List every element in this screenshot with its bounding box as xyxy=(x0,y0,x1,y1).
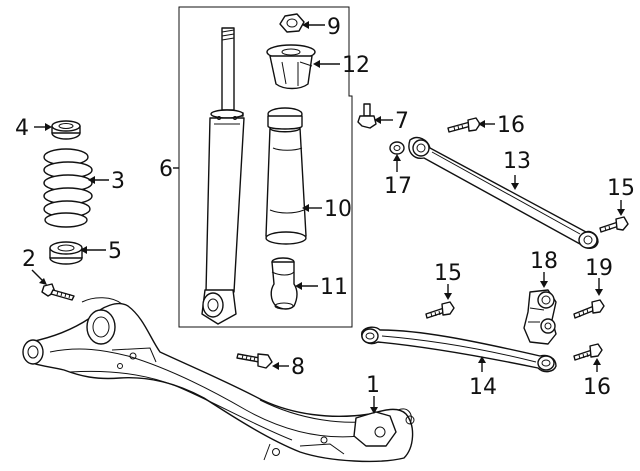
callout-4: 4 xyxy=(15,116,29,141)
part-15-right-bolt xyxy=(599,216,629,233)
shock-assembly-frame xyxy=(178,6,353,328)
callout-17: 17 xyxy=(384,174,412,199)
callout-1: 1 xyxy=(366,373,380,398)
callout-15-middle: 15 xyxy=(434,261,462,286)
part-16-lower-bolt xyxy=(573,343,603,361)
callout-16-lower: 16 xyxy=(583,375,611,400)
part-15-middle-bolt xyxy=(425,301,455,319)
callout-18: 18 xyxy=(530,249,558,274)
part-14-trailing-link xyxy=(361,326,557,373)
callout-5: 5 xyxy=(108,239,122,264)
callout-15-right: 15 xyxy=(607,176,635,201)
callout-12: 12 xyxy=(342,53,370,78)
callout-19: 19 xyxy=(585,256,613,281)
callout-13: 13 xyxy=(503,149,531,174)
part-9-nut xyxy=(279,13,305,33)
part-18-link-bracket xyxy=(523,289,557,345)
part-4-upper-insulator xyxy=(51,120,81,140)
part-11-bump-stop xyxy=(270,257,298,310)
callout-6: 6 xyxy=(159,157,173,182)
leader-lines xyxy=(31,21,625,414)
part-17-washer xyxy=(389,141,405,155)
callout-16-upper: 16 xyxy=(497,113,525,138)
callout-7: 7 xyxy=(395,109,409,134)
callout-9: 9 xyxy=(327,15,341,40)
callout-10: 10 xyxy=(324,197,352,222)
callout-14: 14 xyxy=(469,375,497,400)
part-16-upper-bolt xyxy=(447,117,481,133)
part-13-lateral-link xyxy=(408,136,599,249)
callout-2: 2 xyxy=(22,247,36,272)
callout-numbers: 9 12 4 3 5 2 6 7 16 17 13 10 15 11 15 18… xyxy=(15,15,635,400)
part-2-bolt xyxy=(41,283,75,301)
callout-11: 11 xyxy=(320,275,348,300)
shock-absorber xyxy=(201,27,245,325)
part-8-bolt xyxy=(236,353,273,369)
part-1-rear-axle xyxy=(22,297,415,463)
part-7-bolt xyxy=(357,103,377,129)
part-19-bolt xyxy=(573,299,605,319)
callout-3: 3 xyxy=(111,169,125,194)
callout-8: 8 xyxy=(291,355,305,380)
part-3-coil-spring xyxy=(43,148,93,228)
part-5-lower-insulator xyxy=(49,241,83,265)
part-12-upper-mount xyxy=(266,44,316,90)
part-10-dust-boot xyxy=(265,107,307,245)
